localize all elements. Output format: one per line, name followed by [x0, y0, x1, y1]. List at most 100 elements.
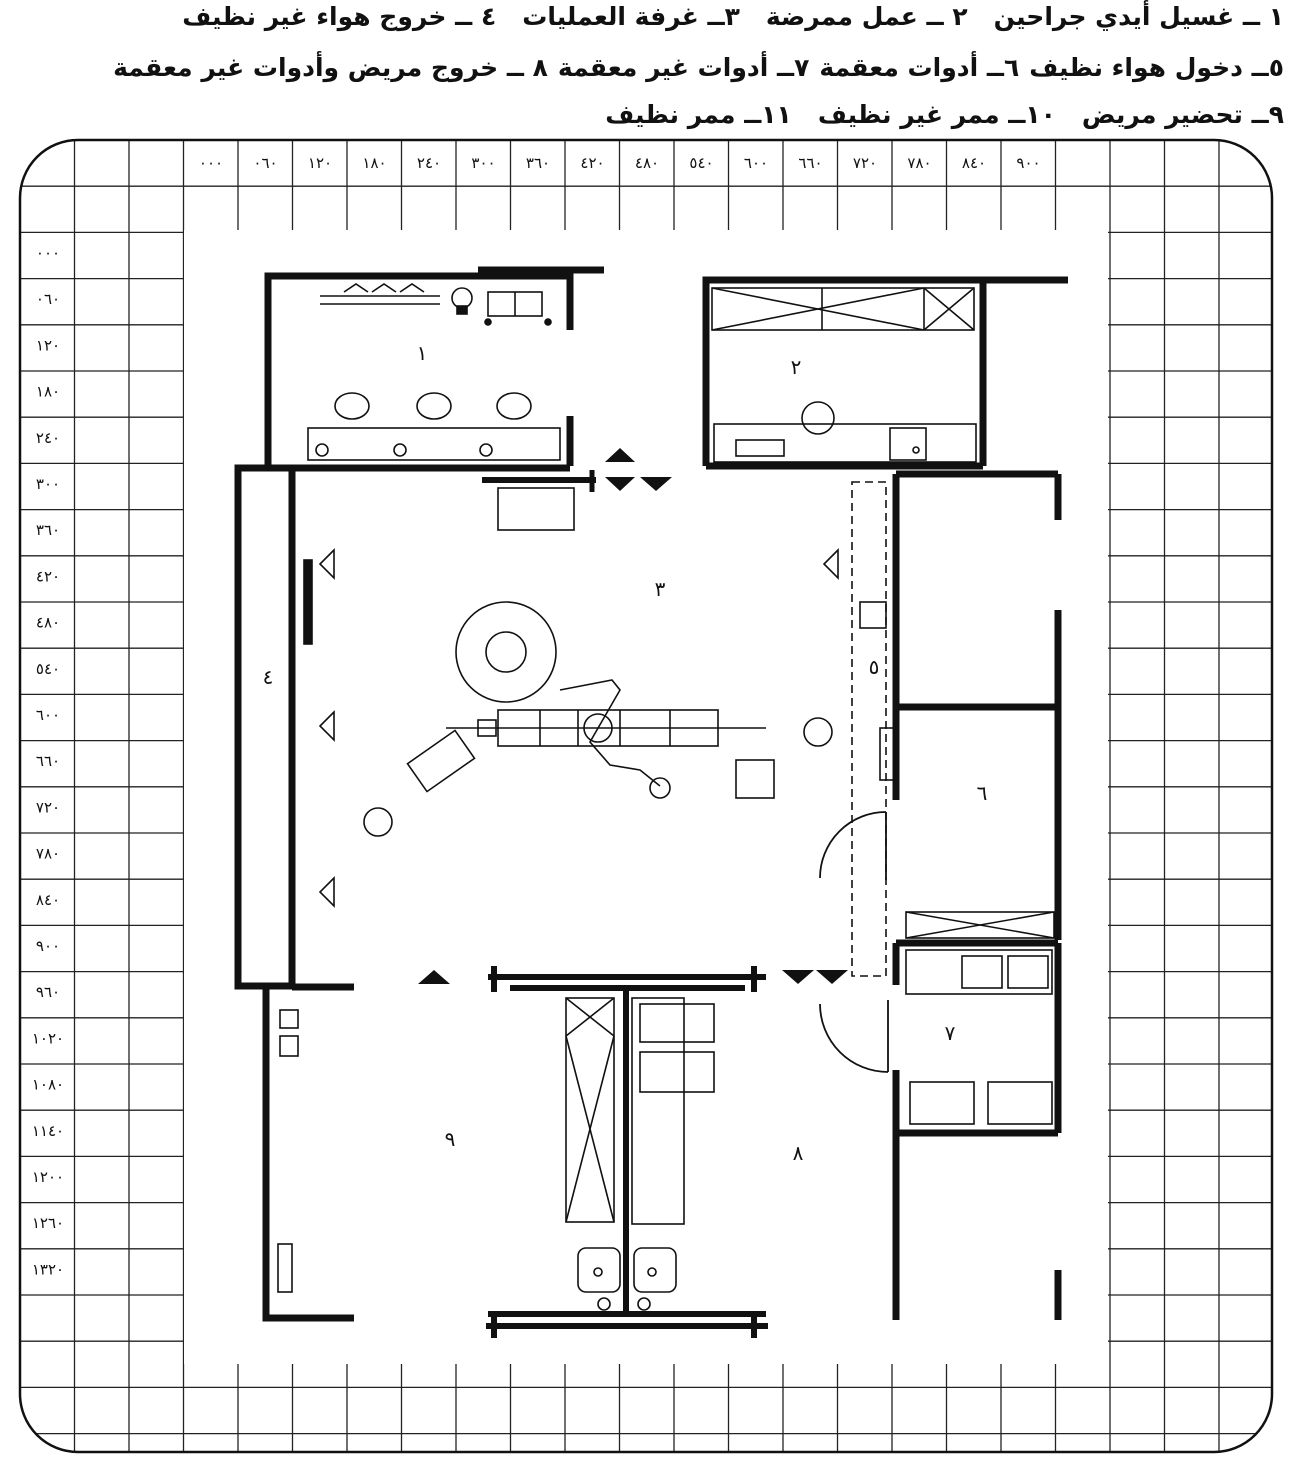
- ceiling-lamp-inner: [485, 631, 527, 673]
- nurse-counter: [713, 423, 977, 463]
- legend-item: ١ ــ غسيل أيدي جراحين: [993, 2, 1284, 31]
- ruler-left-label: ١١٤٠: [32, 1122, 64, 1140]
- switch-icon: [279, 1009, 299, 1029]
- ruler-left-label: ٢٤٠: [36, 429, 60, 447]
- nurse-chair-icon: [801, 401, 835, 435]
- ruler-left-label: ٦٠٠: [36, 706, 60, 724]
- vent-icon: [318, 710, 335, 742]
- drain-icon: [647, 1267, 657, 1277]
- outlet-strip-icon: [277, 1243, 293, 1293]
- room-labels: ١ ٢ ٣ ٤ ٥ ٦ ٧ ٨ ٩: [263, 341, 988, 1165]
- ruler-left-label: ٠٦٠: [36, 290, 60, 308]
- ruler-top-label: ١٢٠: [308, 154, 332, 172]
- legend-item: ٥ــ دخول هواء نظيف: [1029, 53, 1284, 82]
- cabinet-diag: [905, 911, 1055, 939]
- doors: [819, 811, 889, 1073]
- ruler-top-label: ١٨٠: [362, 154, 386, 172]
- grid-frame: [18, 138, 1274, 1454]
- air-out-icon: [418, 970, 450, 984]
- door-swing-icon: [819, 1003, 889, 1073]
- room-label-6: ٦: [977, 781, 988, 805]
- air-markers: [418, 448, 848, 984]
- ruler-top-label: ٥٤٠: [689, 154, 713, 172]
- storage-rack: [565, 997, 615, 1223]
- cabinet-diag: [923, 287, 975, 331]
- ruler-left: ٠٠٠٠٦٠١٢٠١٨٠٢٤٠٣٠٠٣٦٠٤٢٠٤٨٠٥٤٠٦٠٠٦٦٠٧٢٠٧…: [32, 244, 64, 1278]
- air-in-icon: [605, 448, 635, 462]
- ruler-top-label: ٠٦٠: [253, 154, 277, 172]
- wall-corridor-4: [234, 464, 296, 990]
- door-swing-icon: [819, 811, 887, 879]
- table-left: [909, 1081, 975, 1125]
- scrub-sink-icon: [496, 392, 532, 420]
- ruler-top-label: ٩٠٠: [1016, 154, 1040, 172]
- legend-item: ٦ــ أدوات معقمة: [819, 53, 1020, 82]
- legend-line-2: ٥ــ دخول هواء نظيف ٦ــ أدوات معقمة ٧ــ أدو…: [0, 51, 1284, 85]
- room-label-5: ٥: [869, 655, 880, 679]
- tap-icon: [315, 443, 329, 457]
- lamp-arm: [559, 679, 661, 787]
- legend-item: ٢ ــ عمل ممرضة: [765, 2, 968, 31]
- partitions: [482, 470, 768, 1338]
- shelf-box: [639, 1003, 715, 1043]
- ruler-left-label: ١٠٨٠: [32, 1076, 64, 1094]
- wall-room-2: [702, 276, 1068, 466]
- ruler-top-label: ٨٤٠: [962, 154, 986, 172]
- vent-icon: [822, 548, 839, 580]
- ruler-left-label: ٥٤٠: [36, 660, 60, 678]
- legend-item: ٧ــ أدوات غير معقمة: [557, 53, 810, 82]
- lamp-base: [456, 305, 468, 315]
- wall-panel: [303, 559, 313, 645]
- basin-left: [961, 955, 1003, 989]
- scrub-counter: [307, 427, 561, 461]
- pedal-icon: [637, 1297, 651, 1311]
- corridor-5-dashed: [851, 481, 887, 977]
- drain-icon: [593, 1267, 603, 1277]
- ruler-top-label: ٤٢٠: [580, 154, 604, 172]
- monitor-stand-icon: [735, 759, 775, 799]
- desk-item: [735, 439, 785, 457]
- room-label-9: ٩: [445, 1127, 456, 1151]
- walls: [234, 266, 1068, 1322]
- basin-right: [1007, 955, 1049, 989]
- ruler-top-label: ٧٢٠: [853, 154, 877, 172]
- tap-icon: [393, 443, 407, 457]
- fixtures: [277, 283, 1055, 1311]
- ruler-left-label: ٦٦٠: [36, 752, 60, 770]
- trolley-icon: [497, 487, 575, 531]
- anesthesia-machine-icon: [406, 729, 476, 793]
- ceiling-lamp-icon: [455, 601, 557, 703]
- tap-icon: [479, 443, 493, 457]
- ruler-left-label: ٨٤٠: [36, 891, 60, 909]
- ruler-left-label: ٩٠٠: [36, 937, 60, 955]
- ruler-left-label: ١٢٦٠: [32, 1214, 64, 1232]
- legend-item: ٨ ــ خروج مريض وأدوات غير معقمة: [113, 53, 548, 82]
- ruler-left-label: ٣٦٠: [36, 521, 60, 539]
- scrub-sink-icon: [334, 392, 370, 420]
- ruler-left-label: ١٣٢٠: [32, 1260, 64, 1278]
- sink-icon: [577, 1247, 621, 1293]
- monitor-wheel-icon: [803, 717, 833, 747]
- wall-room-1: [264, 272, 574, 465]
- ruler-top-label: ٠٠٠: [199, 154, 223, 172]
- ruler-top-label: ٣٦٠: [526, 154, 550, 172]
- room-label-2: ٢: [791, 355, 802, 379]
- legend-line-1: ١ ــ غسيل أيدي جراحين٢ ــ عمل ممرضة٣ــ غ…: [0, 0, 1284, 34]
- ruler-top-label: ٦٠٠: [744, 154, 768, 172]
- ruler-left-label: ٤٢٠: [36, 567, 60, 585]
- cabinet-upper: [711, 287, 975, 331]
- legend-line-3: ٩ــ تحضير مريض١٠ــ ممر غير نظيف١١ــ ممر …: [0, 98, 1284, 132]
- ruler-top-label: ٣٠٠: [471, 154, 495, 172]
- washer-unit: [905, 949, 1053, 995]
- machine-wheel-icon: [363, 807, 393, 837]
- ruler-left-label: ٧٢٠: [36, 798, 60, 816]
- room-label-1: ١: [417, 341, 428, 365]
- room-label-7: ٧: [945, 1021, 956, 1045]
- vent-icon: [318, 548, 335, 580]
- wall-room-9: [262, 987, 354, 1322]
- sink-icon: [633, 1247, 677, 1293]
- rack-diag: [565, 997, 615, 1037]
- ruler-left-label: ١٠٢٠: [32, 1029, 64, 1047]
- ruler-top-label: ٢٤٠: [417, 154, 441, 172]
